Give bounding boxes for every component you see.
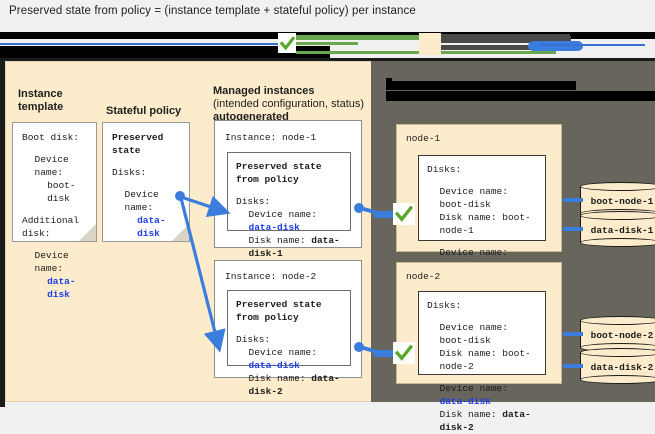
mi1-disks-label: Disks: xyxy=(236,196,271,207)
connector-mi2-to-node2 xyxy=(374,350,396,357)
node1-disks-label: Disks: xyxy=(427,164,462,175)
disk-volume-boot-node-1: boot-node-1 xyxy=(580,182,655,218)
node2-data-disk-label: Disk name: xyxy=(439,409,497,420)
managed-instance-card-2: Instance: node-2 Preserved state from po… xyxy=(214,260,362,397)
additional-disk-label-line1: Additional xyxy=(22,215,80,226)
instance-template-heading: Instance template xyxy=(18,88,63,114)
instance-template-heading-line1: Instance xyxy=(18,88,63,100)
match-check-icon-node2 xyxy=(393,342,415,364)
node2-data-device-label: Device name: xyxy=(439,383,508,394)
connector-node1-boot xyxy=(563,198,583,202)
note-fold-corner xyxy=(172,224,189,241)
node-box-1: node-1 Disks: Device name: boot-disk Dis… xyxy=(396,124,562,297)
connector-node2-data xyxy=(563,364,583,368)
node2-boot-device-label: Device name: xyxy=(439,322,508,333)
diagram-stage: Preserved state from policy = (instance … xyxy=(0,5,655,433)
node-disks-box-1: Disks: Device name: boot-disk Disk name:… xyxy=(418,155,546,297)
mi2-device-name-value: data-disk xyxy=(248,360,300,371)
boot-device-name-value: boot-disk xyxy=(47,180,76,204)
legend-banner-obscured xyxy=(0,32,655,60)
node1-boot-device-value: boot-disk xyxy=(439,199,491,210)
preserved-state-title-2a: Preserved state xyxy=(236,299,322,310)
mi1-device-name-label: Device name: xyxy=(248,209,317,220)
node2-boot-device-value: boot-disk xyxy=(439,335,491,346)
additional-device-name-value: data-disk xyxy=(47,276,76,300)
node-name-1: node-1 xyxy=(406,133,441,144)
connector-node2-boot xyxy=(563,332,583,336)
node2-boot-disk-label: Disk name: xyxy=(439,348,497,359)
connector-node1-data xyxy=(563,227,583,231)
mi1-device-name-value: data-disk xyxy=(248,222,300,233)
node1-boot-disk-label: Disk name: xyxy=(439,212,497,223)
node1-data-device-label: Device name: xyxy=(439,247,508,258)
disk-volume-label: data-disk-2 xyxy=(590,361,654,373)
match-check-icon-node1 xyxy=(393,203,415,225)
node2-disks-label: Disks: xyxy=(427,300,462,311)
redacted-heading-line2 xyxy=(386,91,655,101)
policy-device-name-value: data-disk xyxy=(137,215,166,239)
mi1-disk-name-value: data-disk-1 xyxy=(248,235,340,259)
preserved-state-title-2b: from policy xyxy=(236,312,299,323)
preserved-state-title-1a: Preserved state xyxy=(236,161,322,172)
instance-template-heading-line2: template xyxy=(18,101,64,113)
additional-disk-label-line2: disk: xyxy=(22,228,51,239)
disk-volume-data-disk-2: data-disk-2 xyxy=(580,348,655,384)
managed-instance-card-1: Instance: node-1 Preserved state from po… xyxy=(214,120,362,259)
node1-boot-device-label: Device name: xyxy=(439,186,508,197)
mi2-device-name-label: Device name: xyxy=(248,347,317,358)
preserved-state-box-1: Preserved state from policy Disks: Devic… xyxy=(227,152,351,259)
redacted-heading-tick xyxy=(386,78,392,84)
redacted-heading-line1 xyxy=(386,81,576,90)
policy-disks-label: Disks: xyxy=(112,167,147,178)
preserved-state-title-1b: from policy xyxy=(236,174,299,185)
node-name-2: node-2 xyxy=(406,271,441,282)
managed-instances-heading: Managed instances (intended configuratio… xyxy=(213,85,364,124)
managed-instances-heading-line2: (intended configuration, status) xyxy=(213,98,365,110)
disk-volume-label: boot-node-1 xyxy=(590,195,654,207)
page-title: Preserved state from policy = (instance … xyxy=(9,5,416,17)
connector-mi1-to-node1 xyxy=(374,211,396,218)
node-disks-box-2: Disks: Device name: boot-disk Disk name:… xyxy=(418,291,546,433)
instance-template-card: Boot disk: Device name: boot-disk Additi… xyxy=(12,122,97,300)
boot-device-name-label: Device name: xyxy=(34,154,69,178)
stateful-policy-heading: Stateful policy xyxy=(106,105,181,118)
preserved-state-line1: Preserved xyxy=(112,132,164,143)
additional-device-name-label: Device name: xyxy=(34,250,69,274)
stateful-policy-card: Preserved state Disks: Device name: data… xyxy=(102,122,190,242)
boot-disk-label: Boot disk: xyxy=(22,132,80,143)
managed-instance-title-1: Instance: node-1 xyxy=(225,132,317,143)
preserved-state-box-2: Preserved state from policy Disks: Devic… xyxy=(227,290,351,397)
node-box-2: node-2 Disks: Device name: boot-disk Dis… xyxy=(396,262,562,433)
policy-device-name-label: Device name: xyxy=(124,189,159,213)
managed-instance-title-2: Instance: node-2 xyxy=(225,271,317,282)
managed-instances-heading-line1: Managed instances xyxy=(213,85,315,97)
node2-data-device-value: data-disk xyxy=(439,396,491,407)
frame-edge-left xyxy=(0,58,5,407)
disk-volume-data-disk-1: data-disk-1 xyxy=(580,211,655,247)
disk-volume-label: boot-node-2 xyxy=(590,329,654,341)
disk-volume-label: data-disk-1 xyxy=(590,224,654,236)
stateful-policy-heading-text: Stateful policy xyxy=(106,105,182,117)
green-check-icon xyxy=(278,33,296,53)
mi2-disks-label: Disks: xyxy=(236,334,271,345)
preserved-state-line2: state xyxy=(112,145,141,156)
disk-volume-boot-node-2: boot-node-2 xyxy=(580,316,655,352)
mi2-disk-name-label: Disk name: xyxy=(248,373,306,384)
mi1-disk-name-label: Disk name: xyxy=(248,235,306,246)
note-fold-corner xyxy=(79,224,96,241)
mi2-disk-name-value: data-disk-2 xyxy=(248,373,340,397)
node1-boot-disk-value: boot-node-1 xyxy=(439,212,531,236)
frame-edge-top xyxy=(0,58,655,61)
node2-boot-disk-value: boot-node-2 xyxy=(439,348,531,372)
